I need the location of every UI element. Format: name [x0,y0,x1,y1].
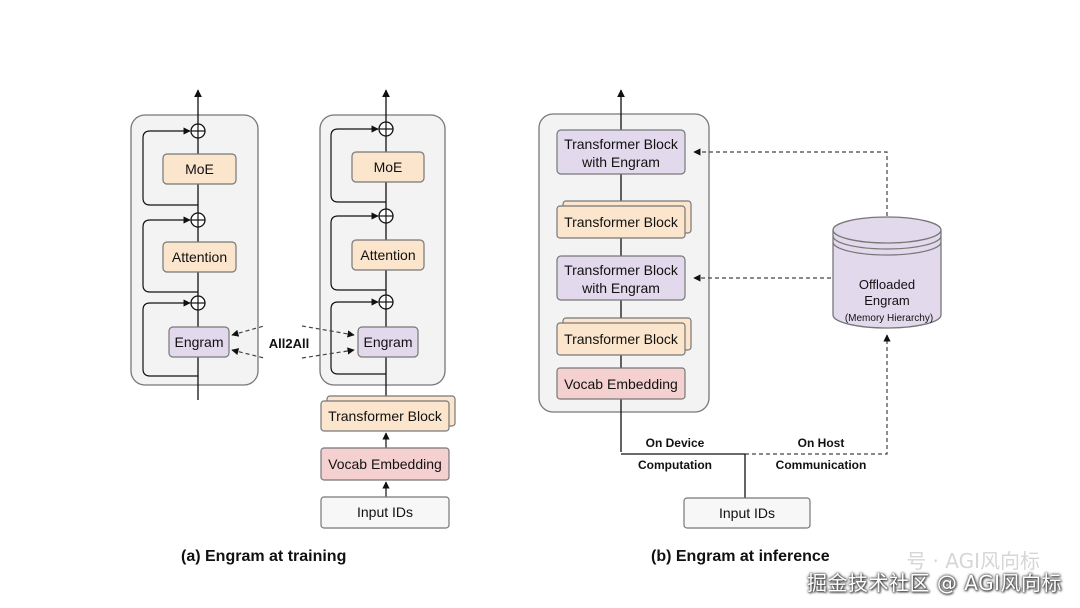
vocab-embedding-block: Vocab Embedding [320,447,450,481]
training-right-column: MoE Attention Engram Transformer Block V… [319,89,456,529]
residual-connection [142,127,198,206]
inference-stack: Transformer Block with Engram Transforme… [538,89,710,452]
vocab-embedding-label: Vocab Embedding [564,376,678,392]
engram-block: Engram [168,326,230,358]
tb-engram-mid-line2: with Engram [581,280,660,296]
vocab-embedding-label: Vocab Embedding [328,456,442,472]
input-ids-block: Input IDs [320,496,450,529]
moe-block: MoE [351,151,425,183]
transformer-block-stack: Transformer Block [556,200,692,239]
all2all-label: All2All [269,336,309,351]
memory-hierarchy-label: (Memory Hierarchy) [845,313,933,324]
sum-node-icon [378,121,394,137]
training-left-column: MoE Attention Engram [130,89,259,400]
moe-block: MoE [162,153,237,185]
sum-node-icon [378,294,394,310]
all2all-link: All2All [232,325,354,359]
communication-label: Communication [776,458,867,472]
transformer-block-stack: Transformer Block [320,395,456,432]
engram-label: Engram [174,334,223,350]
residual-connection [142,299,198,377]
tb-engram-top-line2: with Engram [581,154,660,170]
sum-node-icon [190,123,206,139]
attention-block: Attention [351,239,425,271]
host-link-bottom [745,334,891,455]
watermark-faint: 号 · AGI风向标 [906,549,1040,573]
inference-caption: (b) Engram at inference [651,548,830,565]
offloaded-engram-label: Engram [864,293,910,308]
sum-node-icon [190,212,206,228]
tb-engram-mid-line1: Transformer Block [564,262,679,278]
attention-block: Attention [162,241,237,273]
residual-connection [330,125,386,203]
attention-label: Attention [360,247,415,263]
moe-label: MoE [374,159,403,175]
input-ids-label: Input IDs [719,505,775,521]
residual-connection [330,212,386,291]
transformer-block-label: Transformer Block [564,331,679,347]
engram-label: Engram [363,334,412,350]
engram-block: Engram [357,326,419,358]
on-device-label: On Device [646,436,705,450]
vocab-embedding-block: Vocab Embedding [556,367,686,400]
on-host-label: On Host [798,436,845,450]
input-ids-label: Input IDs [357,504,413,520]
moe-label: MoE [185,161,214,177]
transformer-block-with-engram-top: Transformer Block with Engram [556,129,686,175]
host-link-top [693,148,888,216]
computation-label: Computation [638,458,712,472]
offloaded-label: Offloaded [859,277,915,292]
training-caption: (a) Engram at training [181,548,346,565]
offloaded-engram-cylinder: Offloaded Engram (Memory Hierarchy) [832,216,942,329]
residual-connection [142,216,198,293]
sum-node-icon [190,295,206,311]
transformer-block-label: Transformer Block [564,214,679,230]
tb-engram-top-line1: Transformer Block [564,136,679,152]
sum-node-icon [378,208,394,224]
transformer-block-stack: Transformer Block [556,317,692,356]
transformer-block-with-engram-mid: Transformer Block with Engram [556,255,686,301]
transformer-block-label: Transformer Block [328,408,443,424]
watermark: 掘金技术社区 @ AGI风向标 [807,571,1062,595]
input-ids-block: Input IDs [683,497,811,529]
attention-label: Attention [172,249,227,265]
